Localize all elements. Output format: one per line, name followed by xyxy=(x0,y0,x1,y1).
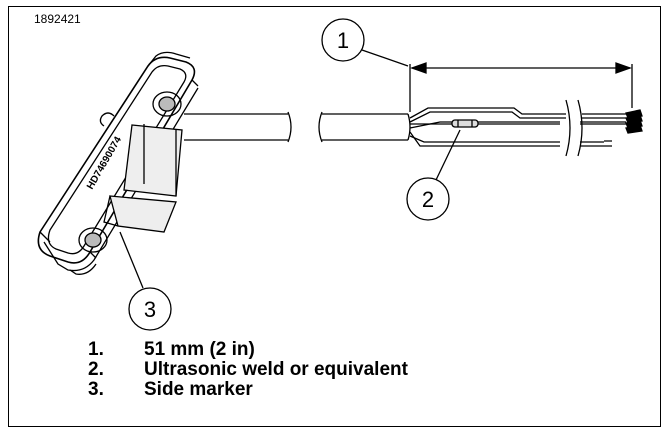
figure-id: 1892421 xyxy=(34,12,81,26)
cable xyxy=(184,111,411,143)
legend-text: Side marker xyxy=(144,379,253,400)
mounting-stud xyxy=(99,112,115,127)
mounting-hole-bottom xyxy=(78,227,108,253)
mounting-hole-top xyxy=(152,91,182,117)
dimension-51mm xyxy=(409,62,633,112)
legend: 1. 51 mm (2 in) 2. Ultrasonic weld or eq… xyxy=(88,339,408,400)
legend-item: 3. Side marker xyxy=(88,379,408,400)
callout-2-circle xyxy=(406,177,450,221)
callout-1-leader xyxy=(361,49,409,67)
legend-item: 2. Ultrasonic weld or equivalent xyxy=(88,359,408,380)
legend-text: 51 mm (2 in) xyxy=(144,339,255,360)
legend-text: Ultrasonic weld or equivalent xyxy=(144,359,408,380)
callout-3-circle xyxy=(128,287,172,331)
ultrasonic-weld xyxy=(451,119,479,128)
callout-2-leader xyxy=(435,129,461,181)
side-marker-housing xyxy=(37,51,199,275)
wire-leads xyxy=(409,99,626,157)
wire-terminals xyxy=(604,109,643,147)
figure-frame xyxy=(8,6,661,427)
part-marking: HD74690074 xyxy=(85,135,124,192)
callout-3-label: 3 xyxy=(144,297,156,322)
callout-1-label: 1 xyxy=(337,28,349,53)
callout-2-label: 2 xyxy=(422,187,434,212)
lens-block xyxy=(103,124,183,233)
legend-item: 1. 51 mm (2 in) xyxy=(88,339,408,360)
legend-number: 2. xyxy=(88,359,104,380)
callout-3-leader xyxy=(119,231,144,289)
legend-number: 1. xyxy=(88,339,104,360)
callout-1-circle xyxy=(321,18,365,62)
legend-number: 3. xyxy=(88,379,104,400)
